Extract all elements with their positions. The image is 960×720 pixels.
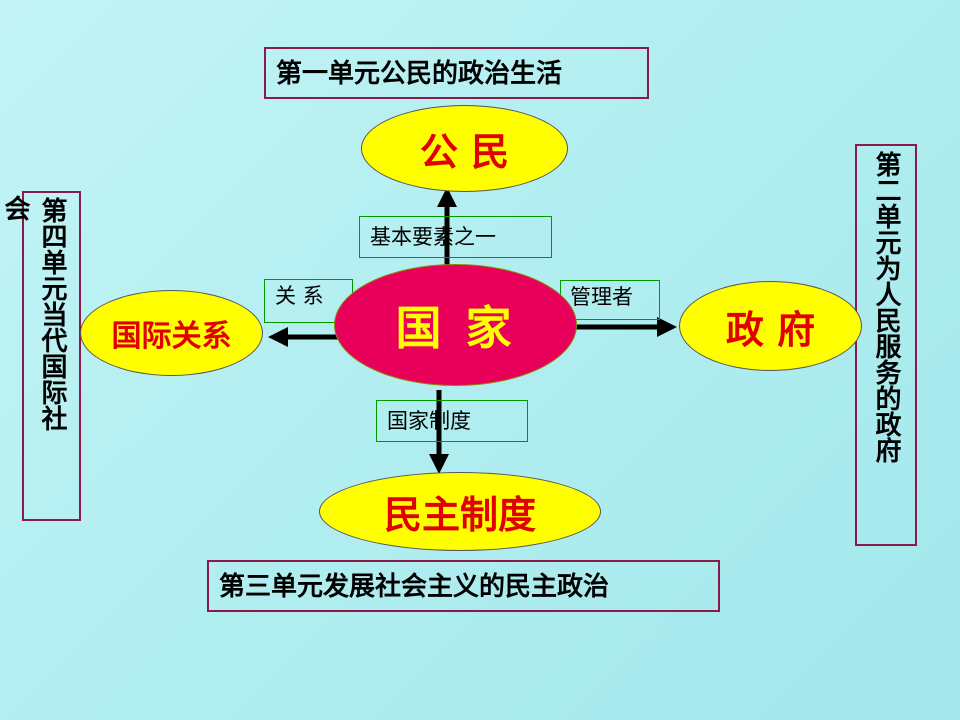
relation-label-bottom: 国家制度 [376, 400, 528, 442]
unit4-label: 第四单元当代国际社 [37, 197, 67, 431]
node-government: 政 府 [679, 281, 862, 371]
unit3-box: 第三单元发展社会主义的民主政治 [207, 560, 720, 612]
unit1-box: 第一单元公民的政治生活 [264, 47, 649, 99]
node-international-relations: 国际关系 [80, 290, 263, 376]
unit1-label: 第一单元公民的政治生活 [276, 59, 563, 89]
unit4-overflow-label: 会 [0, 195, 30, 221]
unit2-label: 第二单元为人民服务的政府 [871, 151, 901, 463]
unit2-box: 第二单元为人民服务的政府 [855, 144, 917, 546]
node-state: 国 家 [334, 264, 577, 386]
node-citizen: 公 民 [361, 105, 568, 192]
unit3-label: 第三单元发展社会主义的民主政治 [219, 572, 610, 602]
unit4-box: 第四单元当代国际社 [22, 191, 81, 521]
node-democratic-system: 民主制度 [319, 472, 601, 551]
relation-label-right: 管理者 [560, 280, 660, 320]
relation-label-top: 基本要素之一 [359, 216, 552, 258]
